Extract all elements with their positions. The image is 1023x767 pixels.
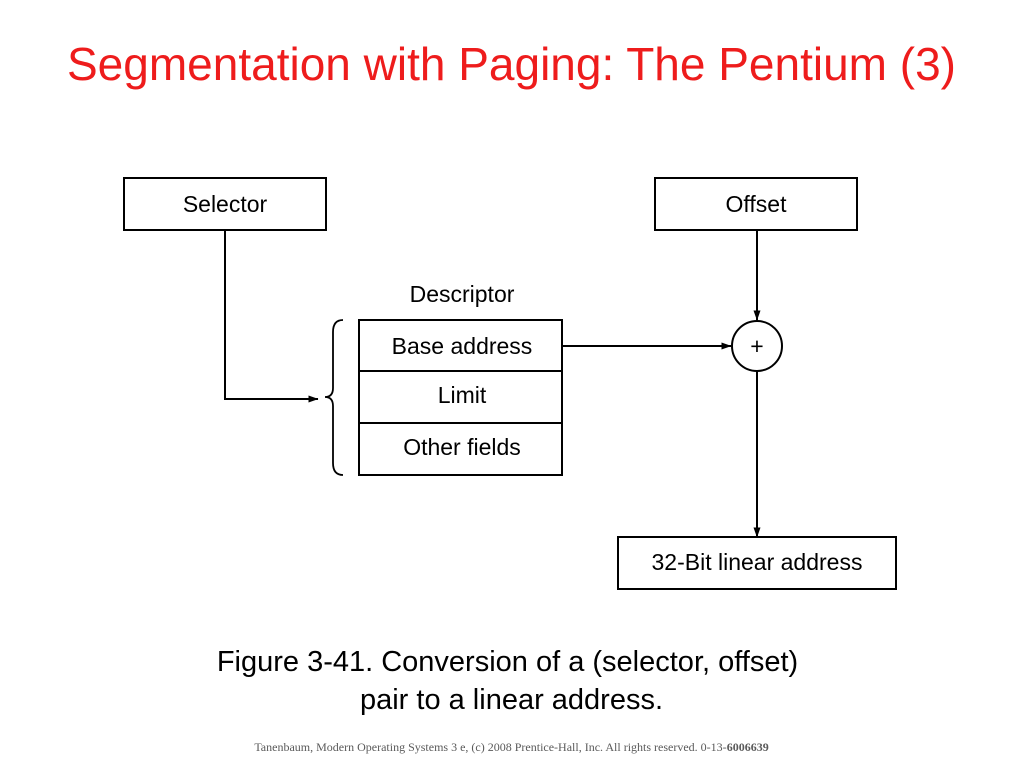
caption-line-2: pair to a linear address. — [359, 684, 664, 716]
selector-box: Selector — [123, 177, 327, 231]
caption-line-1: Figure 3-41. Conversion of a (selector, … — [216, 646, 799, 678]
footer-isbn: 6006639 — [726, 740, 769, 754]
footer-text: Tanenbaum, Modern Operating Systems 3 e,… — [254, 740, 727, 754]
selector-label: Selector — [183, 191, 268, 217]
descriptor-label: Descriptor — [410, 281, 515, 307]
base-address-field: Base address — [392, 333, 533, 359]
linear-address-label: 32-Bit linear address — [652, 549, 863, 575]
offset-box: Offset — [654, 177, 858, 231]
linear-address-box: 32-Bit linear address — [617, 536, 897, 590]
figure-caption: Figure 3-41. Conversion of a (selector, … — [0, 643, 1023, 719]
descriptor-brace — [324, 319, 344, 476]
selector-arrow — [224, 230, 319, 403]
adder-node: + — [731, 320, 783, 372]
plus-icon: + — [750, 333, 763, 359]
limit-field: Limit — [438, 382, 487, 408]
copyright-footer: Tanenbaum, Modern Operating Systems 3 e,… — [0, 740, 1023, 755]
offset-label: Offset — [726, 191, 788, 217]
other-fields-field: Other fields — [403, 434, 521, 460]
slide-title: Segmentation with Paging: The Pentium (3… — [67, 38, 956, 90]
descriptor-table: Base address Limit Other fields — [358, 319, 563, 476]
